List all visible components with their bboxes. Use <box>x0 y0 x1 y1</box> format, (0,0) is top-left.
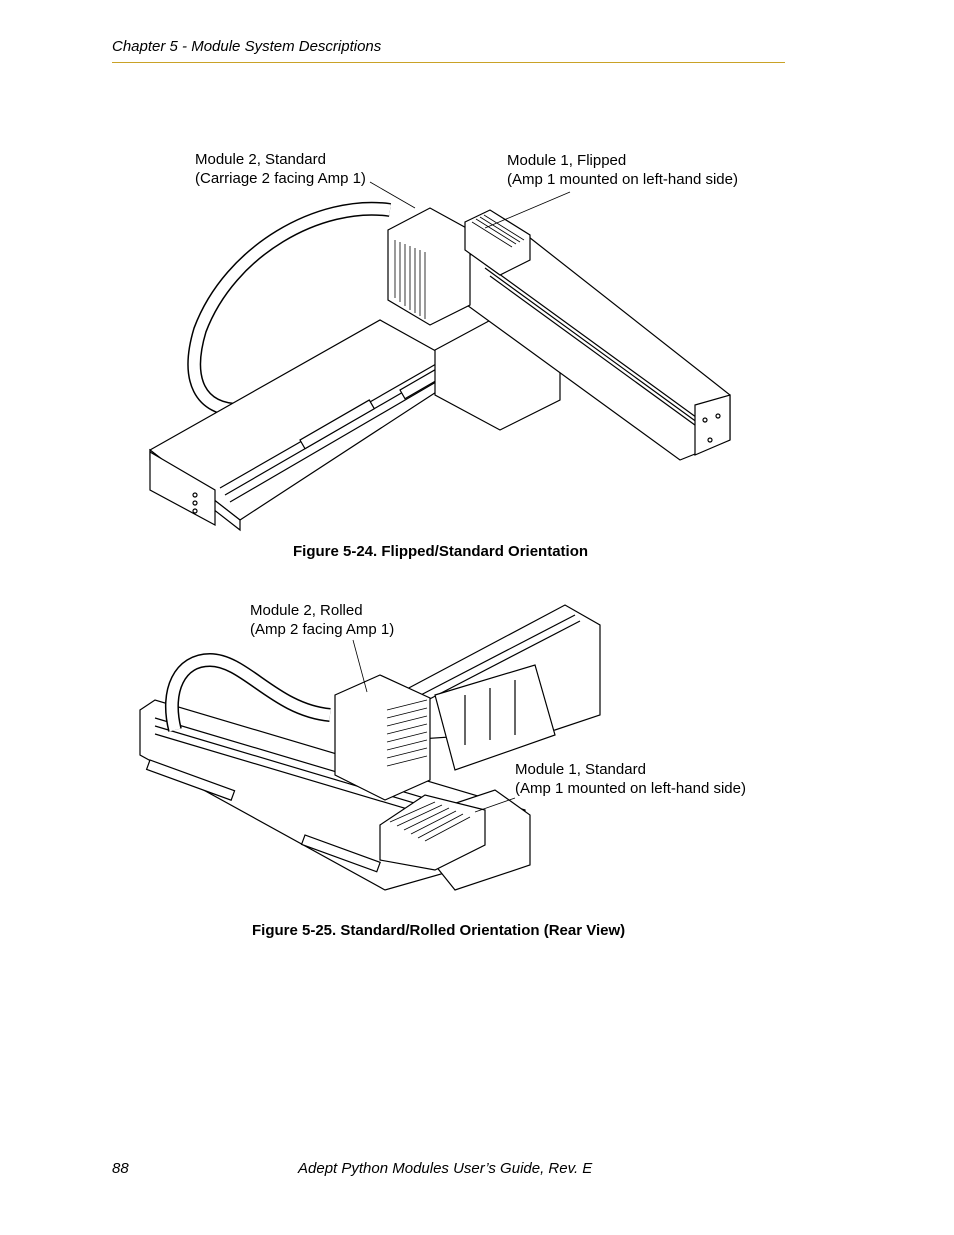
figure-5-25-label-module-2: Module 2, Rolled (Amp 2 facing Amp 1) <box>250 601 394 639</box>
document-title: Adept Python Modules User’s Guide, Rev. … <box>298 1160 593 1177</box>
label-line: Module 2, Rolled <box>250 602 363 619</box>
label-line: (Carriage 2 facing Amp 1) <box>195 170 366 187</box>
label-line: (Amp 2 facing Amp 1) <box>250 621 395 638</box>
page-number: 88 <box>112 1160 129 1177</box>
label-line: (Amp 1 mounted on left-hand side) <box>515 780 746 797</box>
label-line: Module 1, Standard <box>515 761 646 778</box>
figure-5-24-caption: Figure 5-24. Flipped/Standard Orientatio… <box>293 543 589 560</box>
header-rule <box>112 62 785 63</box>
label-line: Module 2, Standard <box>195 151 326 168</box>
chapter-header: Chapter 5 - Module System Descriptions <box>112 38 382 55</box>
label-line: (Amp 1 mounted on left-hand side) <box>507 171 738 188</box>
figure-5-25-label-module-1: Module 1, Standard (Amp 1 mounted on lef… <box>515 760 746 798</box>
figure-5-25-caption: Figure 5-25. Standard/Rolled Orientation… <box>252 922 626 939</box>
figure-5-25-illustration <box>135 600 615 900</box>
label-line: Module 1, Flipped <box>507 152 627 169</box>
figure-5-24-label-module-2: Module 2, Standard (Carriage 2 facing Am… <box>195 150 366 188</box>
figure-5-24-illustration <box>140 140 760 540</box>
figure-5-24-label-module-1: Module 1, Flipped (Amp 1 mounted on left… <box>507 151 738 189</box>
